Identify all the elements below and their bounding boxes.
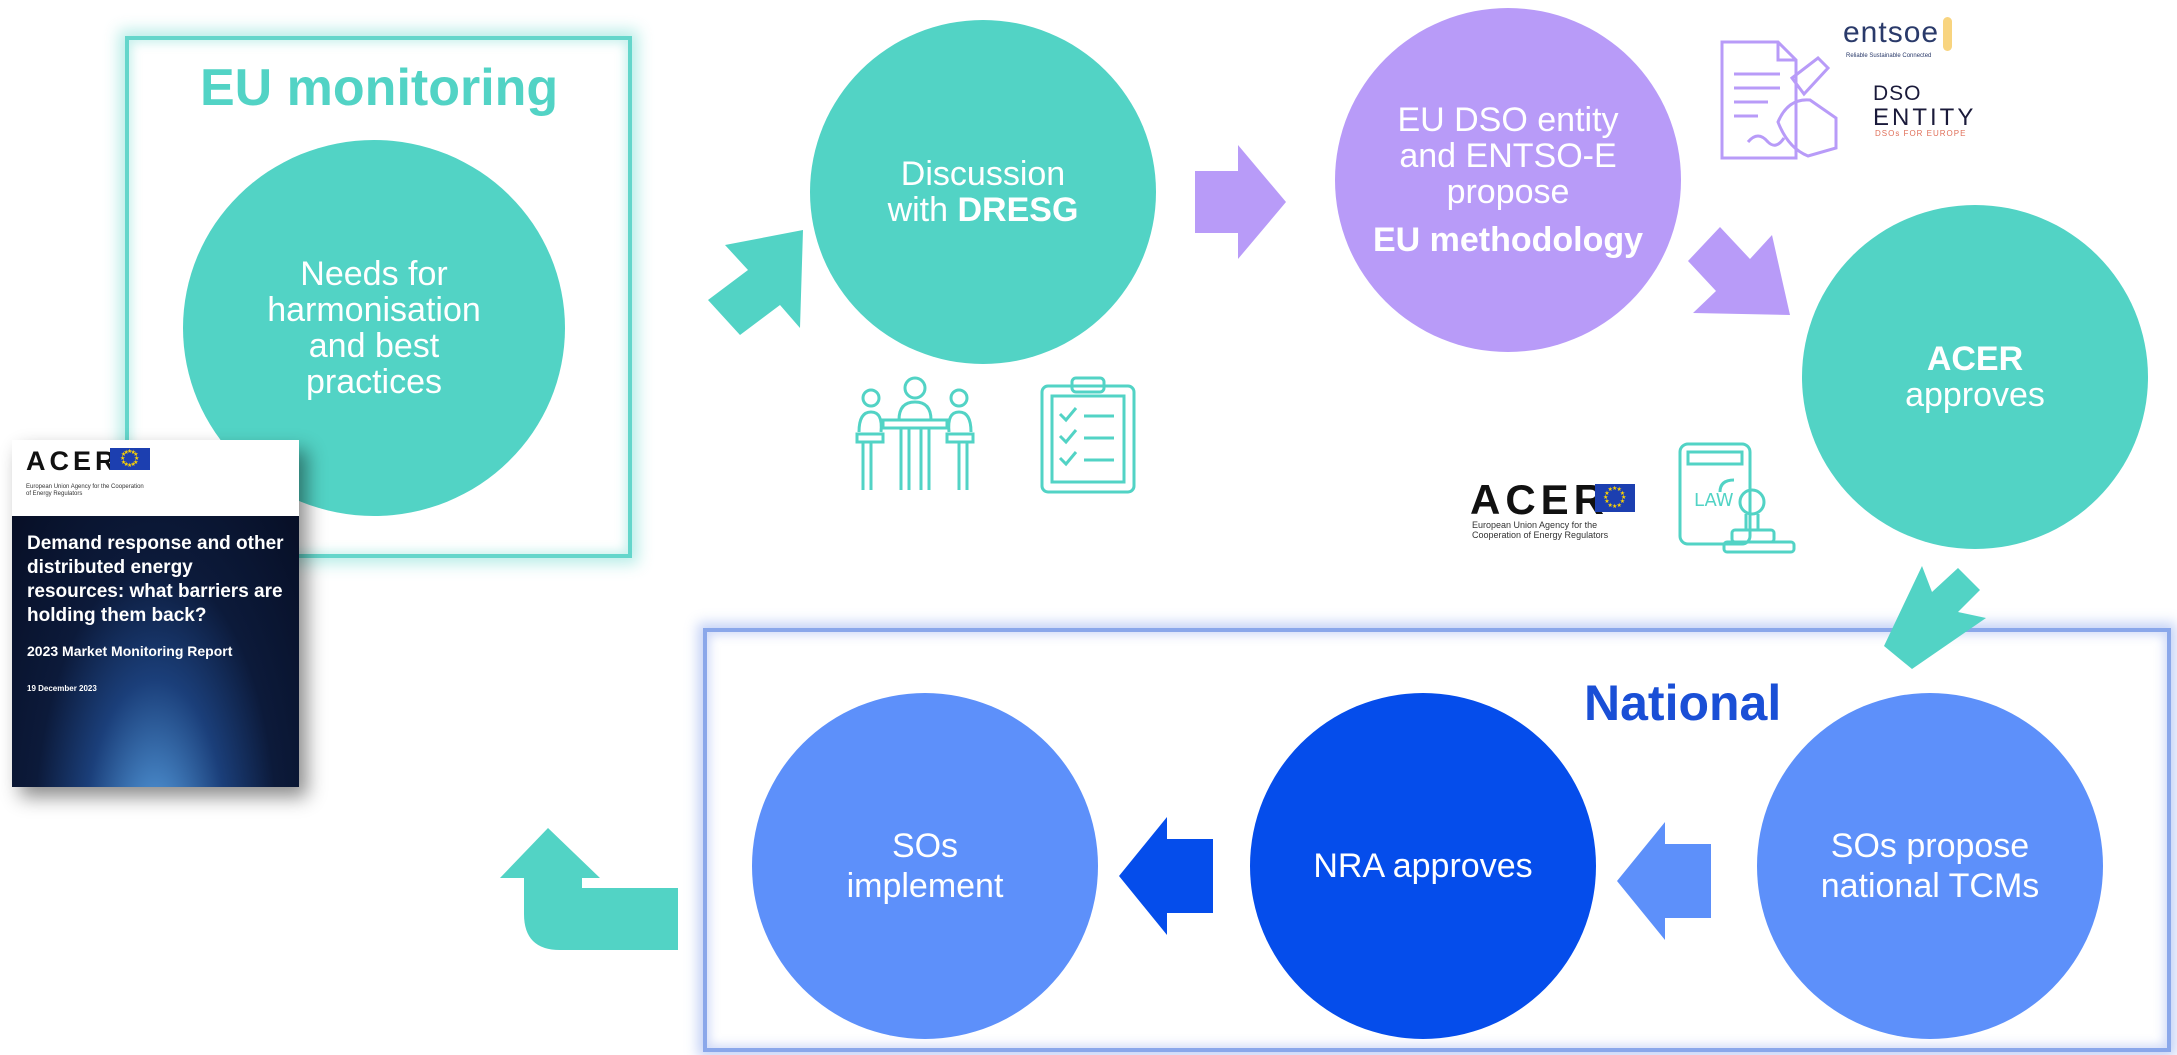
dso-logo-bottom: ENTITY xyxy=(1873,104,1977,131)
nra-approves-circle: NRA approves xyxy=(1250,693,1596,1039)
meeting-icon xyxy=(855,376,975,490)
eu-flag-star: ★ xyxy=(120,452,127,459)
arrow-to-national-icon xyxy=(1884,566,1986,669)
eu-flag-star: ★ xyxy=(123,462,129,469)
eu-flag-star: ★ xyxy=(1603,495,1609,501)
report-subtitle: 2023 Market Monitoring Report xyxy=(27,643,233,659)
entsoe-tagline: Reliable Sustainable Connected xyxy=(1846,53,1932,59)
eu-flag-star: ★ xyxy=(1612,503,1618,510)
arrow-to-discussion-icon xyxy=(708,230,803,335)
sos-propose-circle: SOs propose national TCMs xyxy=(1757,693,2103,1039)
eu-flag-star: ★ xyxy=(1616,487,1622,494)
law-stamp-icon: LAW xyxy=(1678,442,1796,554)
eu-monitoring-title: EU monitoring xyxy=(200,59,559,117)
sos-implement-circle: SOs implement xyxy=(752,693,1098,1039)
needs-text: Needs for harmonisation and best practic… xyxy=(267,255,481,401)
arrow-to-nra-icon xyxy=(1617,822,1711,940)
proposal-bold: EU methodology xyxy=(1372,221,1644,259)
acer-eu-flag-icon: ★★★★★★★★★★★★ xyxy=(1595,484,1635,512)
eu-flag-star: ★ xyxy=(123,449,129,456)
eu-flag-star: ★ xyxy=(1616,502,1622,509)
national-frame xyxy=(703,628,2171,1052)
sos-propose-text: SOs propose national TCMs xyxy=(1820,827,2040,905)
arrow-to-implement-icon xyxy=(1119,817,1213,935)
report-title: Demand response and other distributed en… xyxy=(27,533,284,626)
proposal-text: EU DSO entity and ENTSO-E propose xyxy=(1397,101,1619,211)
report-brand: ACER xyxy=(26,446,119,476)
entsoe-mark-icon xyxy=(1943,17,1952,51)
eu-flag-star: ★ xyxy=(127,463,133,470)
eu-flag-star: ★ xyxy=(1604,499,1610,506)
eu-flag-star: ★ xyxy=(134,456,140,462)
eu-flag-star: ★ xyxy=(130,462,136,469)
report-brand-sub: European Union Agency for the Cooperatio… xyxy=(26,484,144,497)
report-date: 19 December 2023 xyxy=(27,684,97,693)
report-earth-image xyxy=(12,516,299,787)
arrow-to-acer-icon xyxy=(1688,227,1790,315)
eu-flag-star: ★ xyxy=(1619,490,1626,497)
eu-flag-star: ★ xyxy=(133,452,139,459)
discussion-with: with xyxy=(887,191,958,229)
entsoe-logo: entsoe xyxy=(1843,16,1940,49)
eu-monitoring-frame xyxy=(125,36,632,558)
arrow-to-proposal-icon xyxy=(1195,145,1286,259)
dso-logo-tagline: DSOs FOR EUROPE xyxy=(1875,129,1967,138)
eu-flag-star: ★ xyxy=(1604,490,1610,497)
report-eu-flag-icon: ★★★★★★★★★★★★ xyxy=(110,448,150,470)
eu-flag-star: ★ xyxy=(127,448,133,455)
nra-approves-text: NRA approves xyxy=(1313,847,1533,885)
eu-flag-star: ★ xyxy=(1607,502,1613,509)
checklist-icon xyxy=(1040,376,1136,494)
needs-circle: Needs for harmonisation and best practic… xyxy=(183,140,565,516)
eu-flag-star: ★ xyxy=(119,456,126,462)
discussion-dresg: DRESG xyxy=(957,191,1079,229)
discussion-line1: Discussion xyxy=(900,155,1066,193)
sos-implement-text: SOs implement xyxy=(846,827,1004,905)
document-signing-icon xyxy=(1720,40,1838,160)
dso-logo-top: DSO xyxy=(1873,82,1922,105)
eu-flag-star: ★ xyxy=(1620,495,1627,501)
acer-logo: ACER xyxy=(1470,476,1610,523)
eu-flag-star: ★ xyxy=(133,459,139,466)
report-cover: ACER ★★★★★★★★★★★★ European Union Agency … xyxy=(12,440,299,787)
acer-approves-text: approves xyxy=(1905,376,2045,414)
eu-flag-star: ★ xyxy=(130,449,136,456)
acer-approves-circle: ACER approves xyxy=(1802,205,2148,549)
discussion-circle: Discussion with DRESG xyxy=(810,20,1156,364)
eu-flag-star: ★ xyxy=(120,459,127,466)
eu-flag-star: ★ xyxy=(1607,487,1613,494)
eu-flag-star: ★ xyxy=(1612,486,1618,493)
law-label: LAW xyxy=(1694,490,1734,511)
acer-approves-bold: ACER xyxy=(1926,340,2024,378)
eu-flag-star: ★ xyxy=(1619,499,1626,506)
proposal-circle: EU DSO entity and ENTSO-E propose EU met… xyxy=(1335,8,1681,352)
national-title: National xyxy=(1584,675,1782,731)
return-arrow-icon xyxy=(500,828,678,950)
acer-logo-sub: European Union Agency for the Cooperatio… xyxy=(1472,520,1609,540)
